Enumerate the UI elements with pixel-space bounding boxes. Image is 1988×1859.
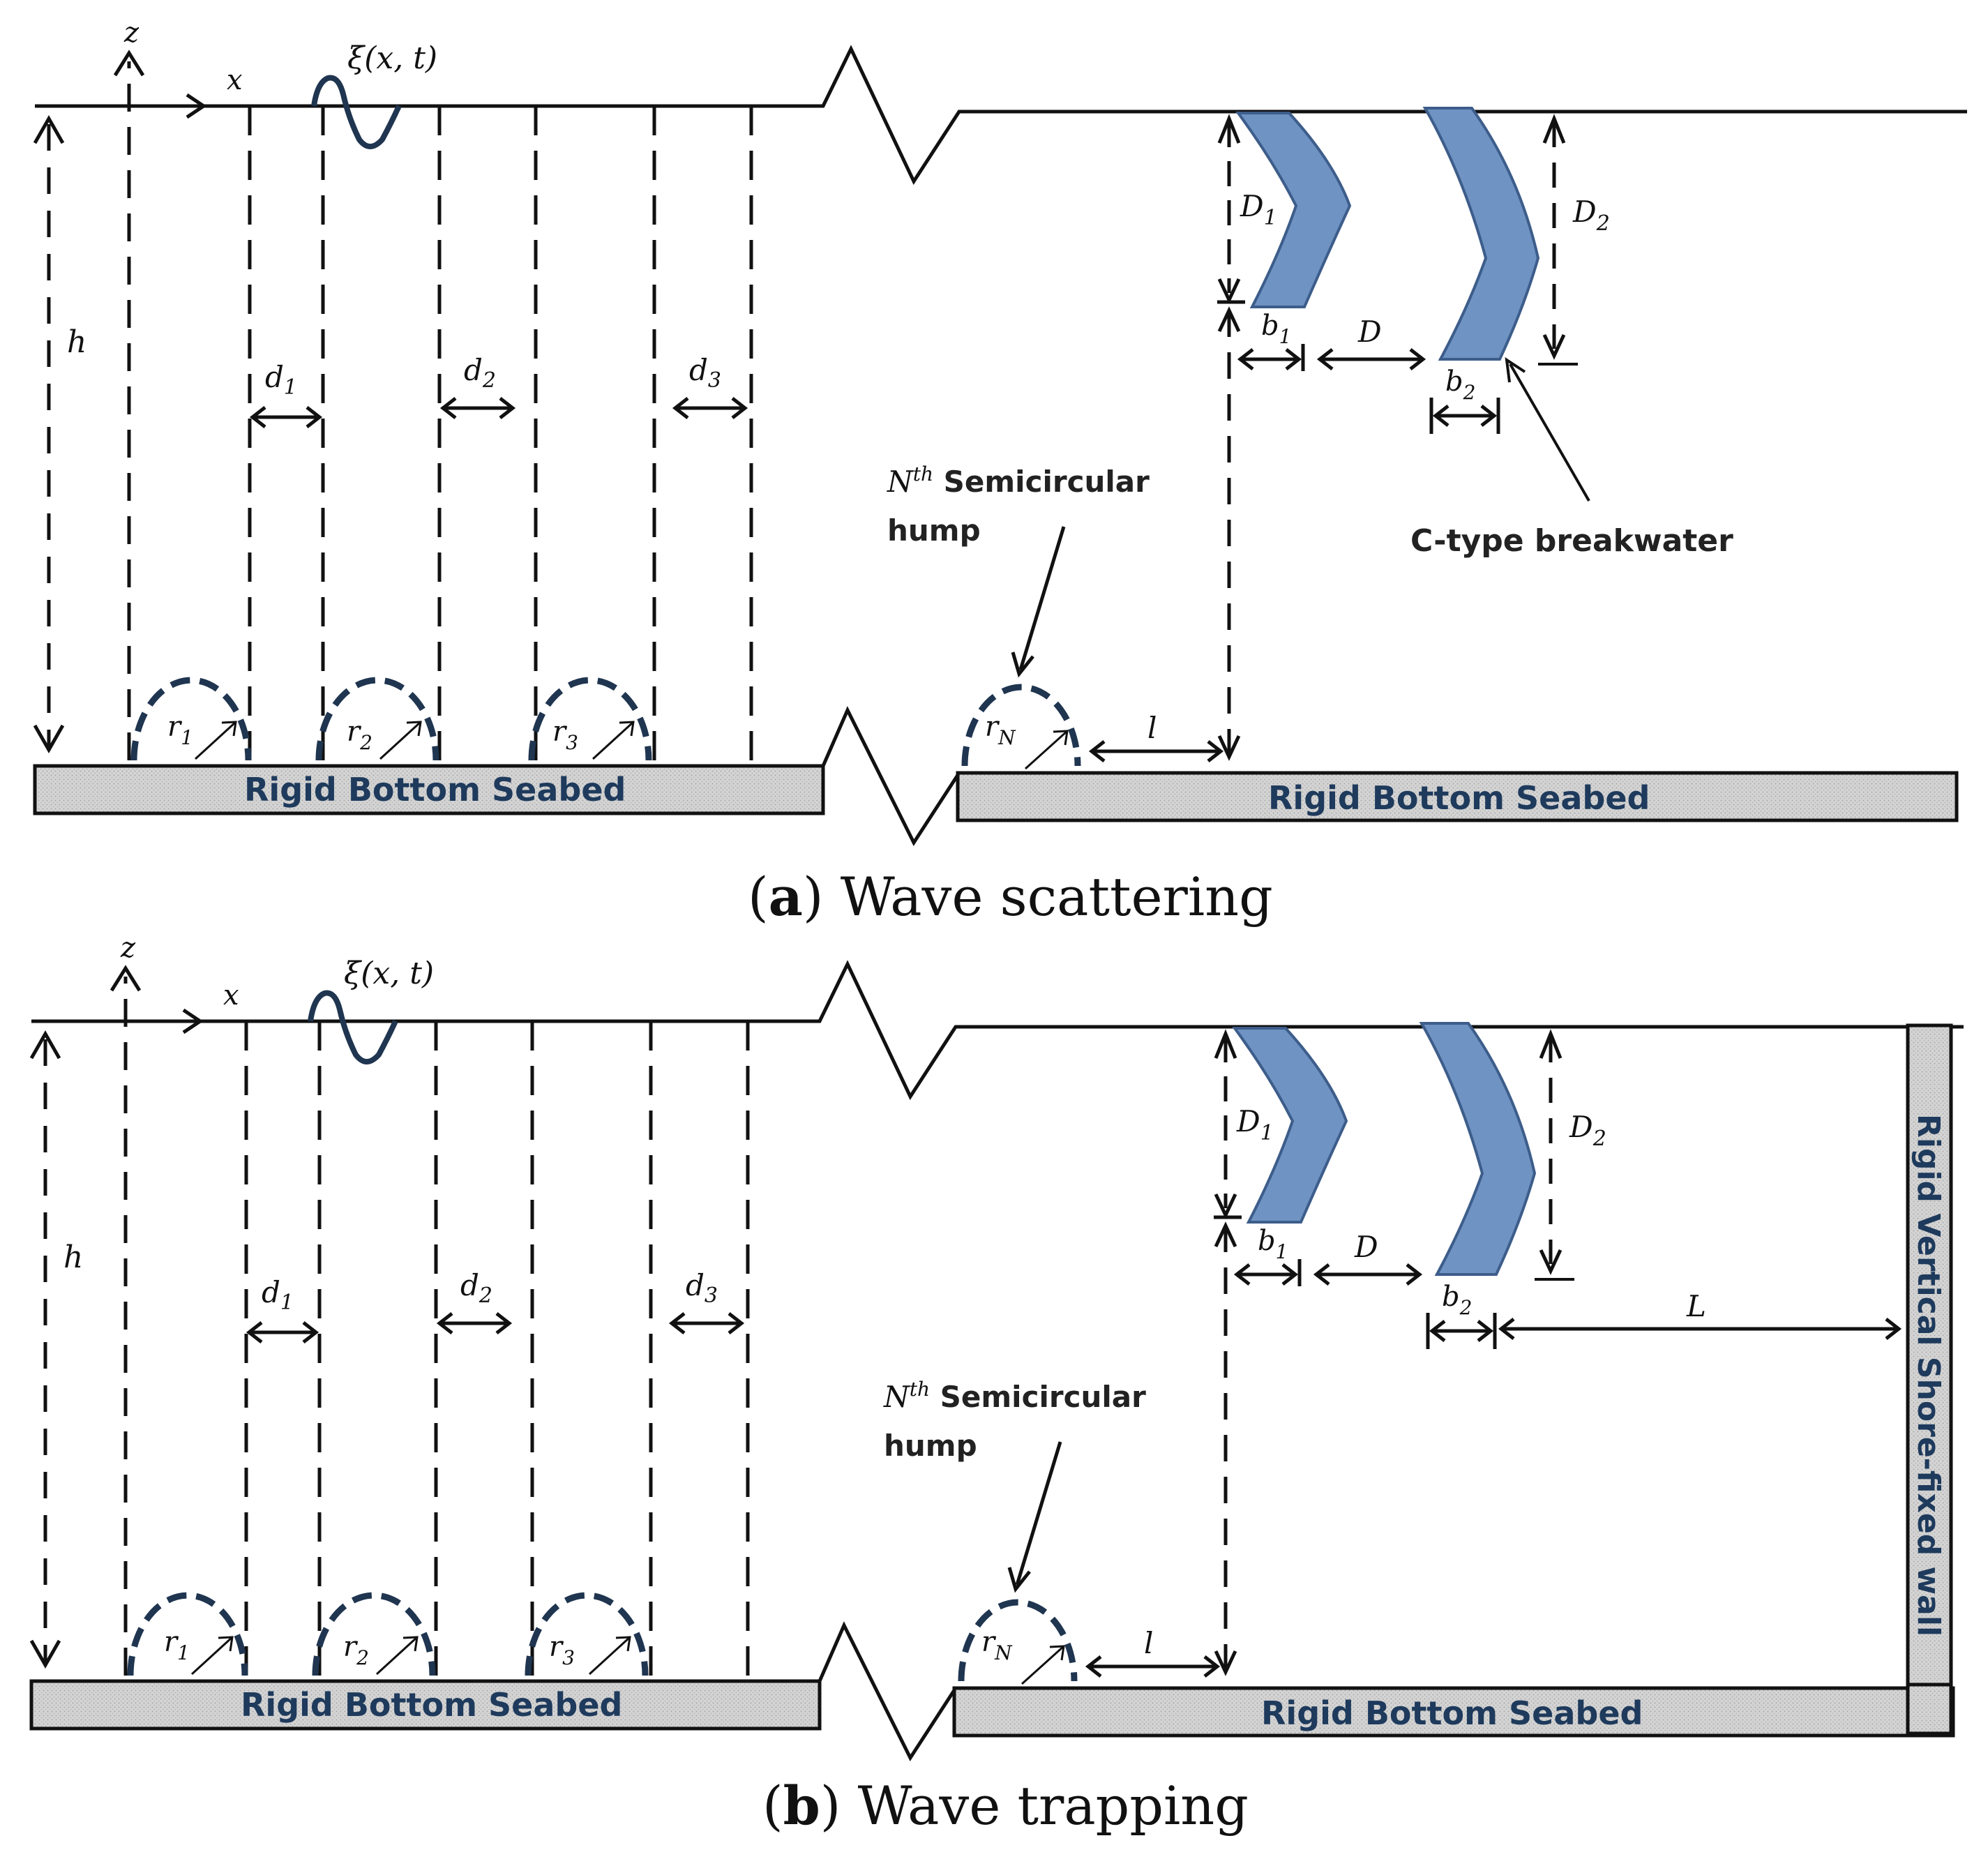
breakwater-label: C-type breakwater xyxy=(1410,523,1733,559)
panel-b: z x ξ(x, t) h d1 d2 d3 r1 r2 r3 rN l D1 … xyxy=(31,932,1964,1837)
x-label: x xyxy=(227,64,243,96)
svg-text:d3: d3 xyxy=(686,1268,718,1308)
svg-text:D2: D2 xyxy=(1572,195,1610,236)
svg-text:b2: b2 xyxy=(1445,366,1475,404)
svg-text:b2: b2 xyxy=(1442,1281,1472,1319)
svg-text:h: h xyxy=(63,1240,83,1275)
seabed-right-label: Rigid Bottom Seabed xyxy=(1268,779,1650,817)
svg-text:l: l xyxy=(1147,711,1157,745)
wall-label: Rigid Vertical Shore-fixed wall xyxy=(1911,1114,1946,1636)
svg-text:D: D xyxy=(1357,315,1382,349)
svg-text:D2: D2 xyxy=(1569,1110,1606,1151)
svg-text:r2: r2 xyxy=(343,1631,369,1669)
svg-text:d2: d2 xyxy=(460,1268,492,1308)
svg-text:rN: rN xyxy=(985,711,1016,749)
panel-a: z x ξ(x, t) h d1 d2 d3 r1 r2 r3 rN l D1 … xyxy=(35,17,1967,928)
seabed-left-label: Rigid Bottom Seabed xyxy=(244,771,626,808)
svg-text:hump: hump xyxy=(887,513,981,548)
panel-a-labels: z x ξ(x, t) h d1 d2 d3 r1 r2 r3 rN l D1 … xyxy=(67,17,1733,928)
svg-text:Rigid Bottom Seabed: Rigid Bottom Seabed xyxy=(241,1686,622,1724)
svg-text:D: D xyxy=(1354,1230,1378,1264)
svg-text:l: l xyxy=(1144,1626,1153,1660)
surface-label: ξ(x, t) xyxy=(347,40,437,76)
panel-b-labels: z x ξ(x, t) h d1 d2 d3 r1 r2 r3 rN l D1 … xyxy=(63,932,1946,1837)
svg-text:D1: D1 xyxy=(1236,1104,1274,1145)
svg-text:z: z xyxy=(120,932,136,964)
svg-text:d3: d3 xyxy=(689,353,721,393)
svg-text:r3: r3 xyxy=(549,1631,575,1669)
svg-text:d1: d1 xyxy=(265,360,297,400)
z-label: z xyxy=(123,17,140,49)
L-label: L xyxy=(1686,1289,1706,1323)
svg-text:d2: d2 xyxy=(464,353,496,393)
svg-text:Rigid Bottom Seabed: Rigid Bottom Seabed xyxy=(1261,1694,1643,1732)
svg-text:r1: r1 xyxy=(164,1626,190,1664)
svg-text:D1: D1 xyxy=(1240,189,1277,230)
caption-a: (a) Wave scattering xyxy=(748,866,1273,928)
svg-text:Nth Semicircular: Nth Semicircular xyxy=(883,1378,1146,1414)
caption-b: (b) Wave trapping xyxy=(762,1775,1249,1837)
svg-text:d1: d1 xyxy=(262,1275,294,1315)
svg-text:Nth Semicircular: Nth Semicircular xyxy=(887,462,1150,499)
svg-text:ξ(x, t): ξ(x, t) xyxy=(344,956,434,991)
svg-text:r1: r1 xyxy=(167,711,193,749)
svg-text:b1: b1 xyxy=(1261,310,1291,348)
svg-text:b1: b1 xyxy=(1258,1225,1288,1263)
svg-text:hump: hump xyxy=(884,1429,977,1463)
svg-text:r2: r2 xyxy=(347,716,372,754)
svg-text:r3: r3 xyxy=(552,716,578,754)
svg-text:x: x xyxy=(223,979,239,1011)
svg-text:rN: rN xyxy=(981,1626,1013,1664)
h-label: h xyxy=(67,324,86,360)
shore-wall xyxy=(1906,1023,1953,1736)
